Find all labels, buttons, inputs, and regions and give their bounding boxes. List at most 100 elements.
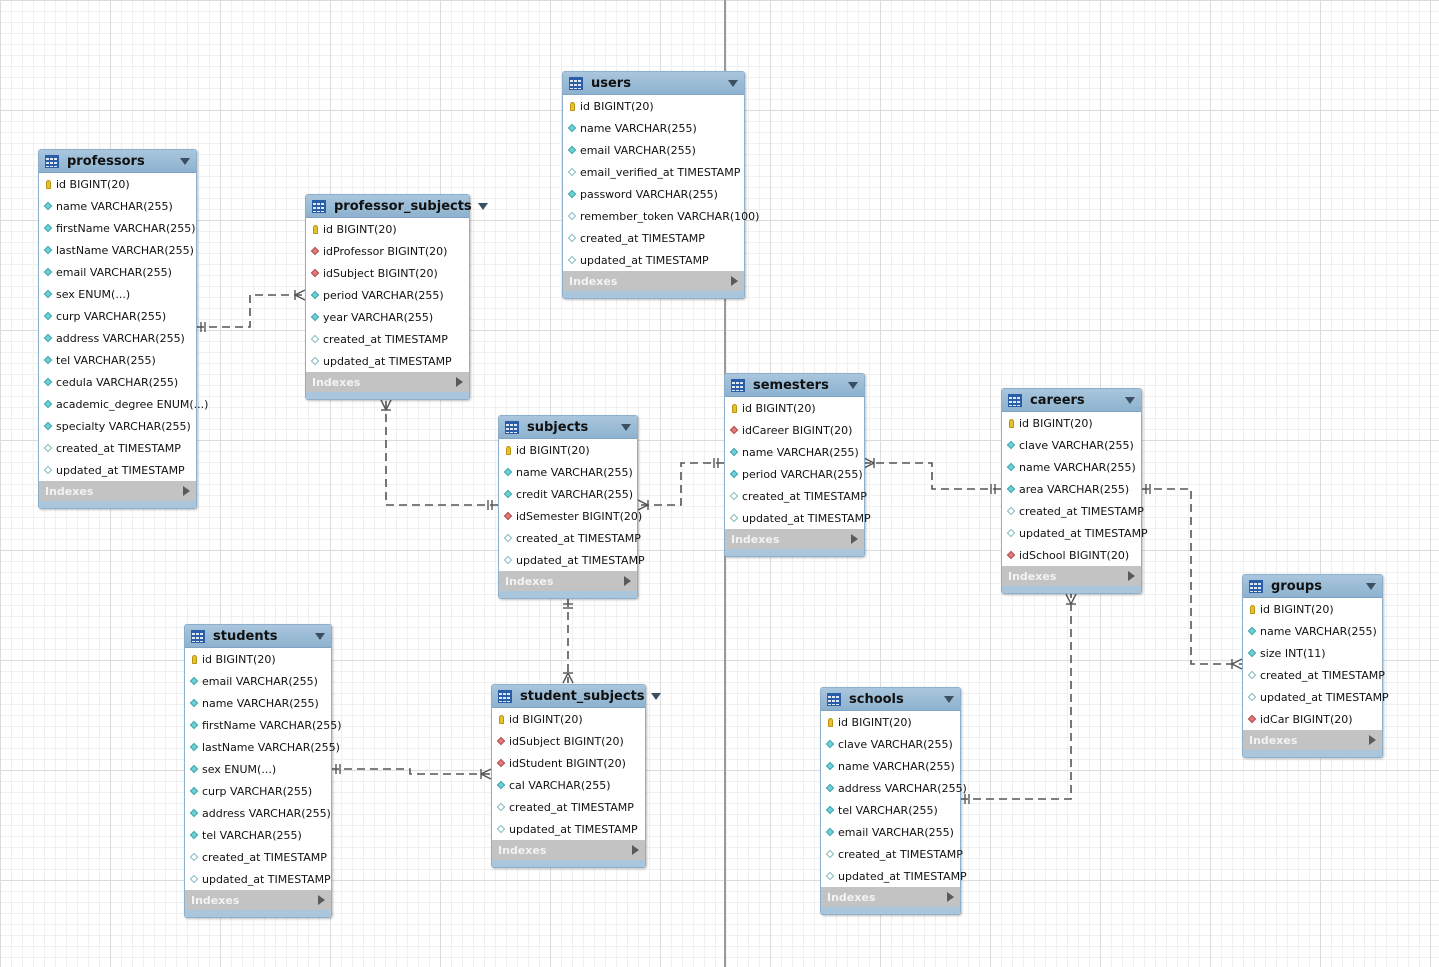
- column-row[interactable]: updated_at TIMESTAMP: [1243, 686, 1389, 708]
- indexes-section[interactable]: Indexes: [1002, 566, 1141, 586]
- column-row[interactable]: tel VARCHAR(255): [185, 824, 331, 846]
- relationship-schools-careers[interactable]: [960, 593, 1077, 804]
- column-row[interactable]: updated_at TIMESTAMP: [492, 818, 645, 840]
- relationship-careers-groups[interactable]: [1141, 484, 1243, 670]
- entity-header[interactable]: groups: [1243, 575, 1382, 598]
- collapse-arrow-icon[interactable]: [650, 692, 661, 700]
- column-row[interactable]: created_at TIMESTAMP: [499, 527, 641, 549]
- column-row[interactable]: id BIGINT(20): [821, 711, 960, 733]
- column-row[interactable]: idCareer BIGINT(20): [725, 419, 864, 441]
- column-row[interactable]: tel VARCHAR(255): [39, 349, 196, 371]
- entity-header[interactable]: semesters: [725, 374, 864, 397]
- collapse-arrow-icon[interactable]: [728, 79, 738, 87]
- indexes-section[interactable]: Indexes: [492, 840, 645, 860]
- expand-arrow-icon[interactable]: [851, 534, 858, 544]
- column-row[interactable]: created_at TIMESTAMP: [821, 843, 963, 865]
- column-row[interactable]: name VARCHAR(255): [185, 692, 331, 714]
- collapse-arrow-icon[interactable]: [1125, 396, 1135, 404]
- column-row[interactable]: updated_at TIMESTAMP: [821, 865, 967, 887]
- column-row[interactable]: created_at TIMESTAMP: [563, 227, 744, 249]
- column-row[interactable]: name VARCHAR(255): [499, 461, 637, 483]
- entity-users[interactable]: users id BIGINT(20)name VARCHAR(255)emai…: [562, 71, 759, 299]
- entity-schools[interactable]: schools id BIGINT(20)clave VARCHAR(255)n…: [820, 687, 967, 915]
- column-row[interactable]: firstName VARCHAR(255): [39, 217, 196, 239]
- column-row[interactable]: sex ENUM(...): [39, 283, 196, 305]
- column-row[interactable]: updated_at TIMESTAMP: [185, 868, 331, 890]
- relationship-careers-semesters[interactable]: [863, 457, 1001, 494]
- collapse-arrow-icon[interactable]: [180, 157, 190, 165]
- column-row[interactable]: created_at TIMESTAMP: [39, 437, 196, 459]
- column-row[interactable]: id BIGINT(20): [185, 648, 331, 670]
- column-row[interactable]: created_at TIMESTAMP: [306, 328, 469, 350]
- indexes-section[interactable]: Indexes: [39, 481, 196, 501]
- column-row[interactable]: address VARCHAR(255): [39, 327, 196, 349]
- column-row[interactable]: idCar BIGINT(20): [1243, 708, 1382, 730]
- column-row[interactable]: id BIGINT(20): [725, 397, 864, 419]
- column-row[interactable]: email VARCHAR(255): [185, 670, 331, 692]
- entity-students[interactable]: students id BIGINT(20)email VARCHAR(255)…: [184, 624, 342, 918]
- column-row[interactable]: size INT(11): [1243, 642, 1382, 664]
- column-row[interactable]: id BIGINT(20): [1002, 412, 1141, 434]
- entity-header[interactable]: student_subjects: [492, 685, 661, 708]
- column-row[interactable]: name VARCHAR(255): [1243, 620, 1382, 642]
- column-row[interactable]: created_at TIMESTAMP: [1243, 664, 1385, 686]
- column-row[interactable]: created_at TIMESTAMP: [1002, 500, 1144, 522]
- indexes-section[interactable]: Indexes: [725, 529, 864, 549]
- column-row[interactable]: tel VARCHAR(255): [821, 799, 960, 821]
- column-row[interactable]: idStudent BIGINT(20): [492, 752, 645, 774]
- column-row[interactable]: address VARCHAR(255): [185, 802, 331, 824]
- indexes-section[interactable]: Indexes: [563, 271, 744, 291]
- relationship-subjects-professor-subjects[interactable]: [380, 399, 498, 510]
- column-row[interactable]: created_at TIMESTAMP: [185, 846, 331, 868]
- entity-student-subjects[interactable]: student_subjects id BIGINT(20)idSubject …: [491, 684, 661, 868]
- column-row[interactable]: curp VARCHAR(255): [39, 305, 196, 327]
- indexes-section[interactable]: Indexes: [1243, 730, 1382, 750]
- column-row[interactable]: name VARCHAR(255): [39, 195, 196, 217]
- column-row[interactable]: address VARCHAR(255): [821, 777, 967, 799]
- column-row[interactable]: lastName VARCHAR(255): [185, 736, 340, 758]
- expand-arrow-icon[interactable]: [318, 895, 325, 905]
- column-row[interactable]: id BIGINT(20): [563, 95, 744, 117]
- column-row[interactable]: credit VARCHAR(255): [499, 483, 637, 505]
- column-row[interactable]: clave VARCHAR(255): [821, 733, 960, 755]
- column-row[interactable]: id BIGINT(20): [499, 439, 637, 461]
- relationship-professors-professor-subjects[interactable]: [196, 289, 306, 332]
- column-row[interactable]: idProfessor BIGINT(20): [306, 240, 469, 262]
- expand-arrow-icon[interactable]: [624, 576, 631, 586]
- column-row[interactable]: id BIGINT(20): [492, 708, 645, 730]
- column-row[interactable]: firstName VARCHAR(255): [185, 714, 342, 736]
- collapse-arrow-icon[interactable]: [848, 381, 858, 389]
- column-row[interactable]: updated_at TIMESTAMP: [39, 459, 196, 481]
- column-row[interactable]: cedula VARCHAR(255): [39, 371, 196, 393]
- indexes-section[interactable]: Indexes: [185, 890, 331, 910]
- column-row[interactable]: id BIGINT(20): [39, 173, 196, 195]
- column-row[interactable]: id BIGINT(20): [1243, 598, 1382, 620]
- column-row[interactable]: remember_token VARCHAR(100): [563, 205, 759, 227]
- column-row[interactable]: created_at TIMESTAMP: [725, 485, 867, 507]
- column-row[interactable]: cal VARCHAR(255): [492, 774, 645, 796]
- column-row[interactable]: academic_degree ENUM(...): [39, 393, 208, 415]
- entity-careers[interactable]: careers id BIGINT(20)clave VARCHAR(255)n…: [1001, 388, 1148, 594]
- column-row[interactable]: lastName VARCHAR(255): [39, 239, 196, 261]
- collapse-arrow-icon[interactable]: [1366, 582, 1376, 590]
- expand-arrow-icon[interactable]: [947, 892, 954, 902]
- column-row[interactable]: email VARCHAR(255): [821, 821, 960, 843]
- column-row[interactable]: idSubject BIGINT(20): [492, 730, 645, 752]
- column-row[interactable]: password VARCHAR(255): [563, 183, 744, 205]
- column-row[interactable]: created_at TIMESTAMP: [492, 796, 645, 818]
- column-row[interactable]: updated_at TIMESTAMP: [563, 249, 744, 271]
- collapse-arrow-icon[interactable]: [944, 695, 954, 703]
- column-row[interactable]: sex ENUM(...): [185, 758, 331, 780]
- column-row[interactable]: updated_at TIMESTAMP: [499, 549, 645, 571]
- indexes-section[interactable]: Indexes: [499, 571, 637, 591]
- indexes-section[interactable]: Indexes: [821, 887, 960, 907]
- column-row[interactable]: idSemester BIGINT(20): [499, 505, 642, 527]
- entity-header[interactable]: professor_subjects: [306, 195, 488, 218]
- collapse-arrow-icon[interactable]: [621, 423, 631, 431]
- expand-arrow-icon[interactable]: [1128, 571, 1135, 581]
- column-row[interactable]: idSchool BIGINT(20): [1002, 544, 1141, 566]
- indexes-section[interactable]: Indexes: [306, 372, 469, 392]
- column-row[interactable]: email_verified_at TIMESTAMP: [563, 161, 744, 183]
- entity-professors[interactable]: professors id BIGINT(20)name VARCHAR(255…: [38, 149, 208, 509]
